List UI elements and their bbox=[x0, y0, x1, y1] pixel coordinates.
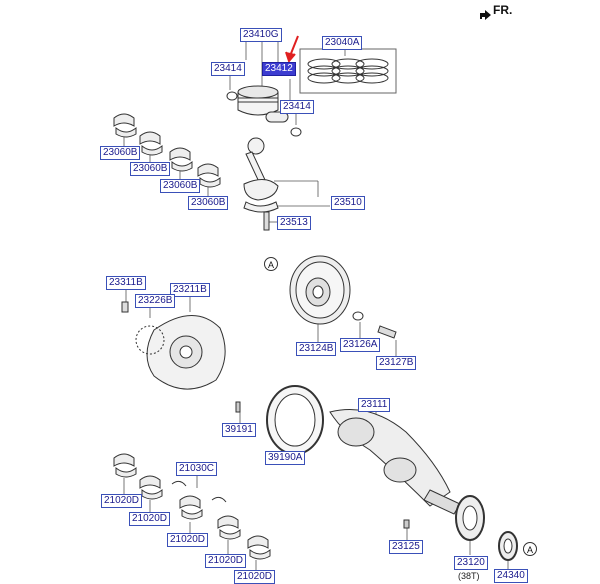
part-label-23410G[interactable]: 23410G bbox=[240, 28, 282, 42]
part-label-39190A[interactable]: 39190A bbox=[265, 451, 306, 465]
piston-ring-set bbox=[299, 48, 397, 94]
crankshaft-and-ring-gear bbox=[235, 385, 461, 515]
part-label-21020D[interactable]: 21020D bbox=[205, 554, 247, 568]
part-label-23414[interactable]: 23414 bbox=[211, 62, 245, 76]
reference-marker-a: A bbox=[264, 257, 278, 271]
part-label-23040A[interactable]: 23040A bbox=[322, 36, 363, 50]
crankshaft-pulley bbox=[289, 255, 397, 339]
part-label-23060B[interactable]: 23060B bbox=[188, 196, 229, 210]
front-direction-label: FR. bbox=[493, 3, 513, 17]
part-label-23111[interactable]: 23111 bbox=[358, 398, 391, 412]
part-label-23412-selected[interactable]: 23412 bbox=[262, 62, 296, 76]
part-label-23226B[interactable]: 23226B bbox=[135, 294, 176, 308]
reference-marker-a: A bbox=[523, 542, 537, 556]
bearing-shells-upper bbox=[113, 113, 221, 188]
part-label-23060B[interactable]: 23060B bbox=[100, 146, 141, 160]
piston-assembly bbox=[226, 85, 302, 137]
flexplate bbox=[121, 301, 226, 390]
part-label-23124B[interactable]: 23124B bbox=[296, 342, 337, 356]
crankshaft-sprockets bbox=[403, 495, 518, 561]
part-label-23060B[interactable]: 23060B bbox=[160, 179, 201, 193]
part-label-21020D[interactable]: 21020D bbox=[234, 570, 276, 584]
part-label-23126A[interactable]: 23126A bbox=[340, 338, 381, 352]
part-label-23513[interactable]: 23513 bbox=[277, 216, 311, 230]
part-label-23120[interactable]: 23120 bbox=[454, 556, 488, 570]
part-label-23414[interactable]: 23414 bbox=[280, 100, 314, 114]
part-label-23127B[interactable]: 23127B bbox=[376, 356, 417, 370]
front-direction-arrow-icon bbox=[480, 10, 491, 20]
red-pointer-arrow-icon bbox=[285, 35, 299, 63]
part-label-21020D[interactable]: 21020D bbox=[129, 512, 171, 526]
teeth-count-note: (38T) bbox=[458, 571, 480, 581]
part-label-23125[interactable]: 23125 bbox=[389, 540, 423, 554]
part-label-21030C[interactable]: 21030C bbox=[176, 462, 218, 476]
part-label-23211B[interactable]: 23211B bbox=[170, 283, 210, 297]
part-label-24340[interactable]: 24340 bbox=[494, 569, 528, 583]
part-label-21020D[interactable]: 21020D bbox=[101, 494, 143, 508]
part-label-21020D[interactable]: 21020D bbox=[167, 533, 209, 547]
part-label-23510[interactable]: 23510 bbox=[331, 196, 365, 210]
connecting-rod bbox=[243, 137, 279, 231]
part-label-23060B[interactable]: 23060B bbox=[130, 162, 171, 176]
part-label-39191[interactable]: 39191 bbox=[222, 423, 256, 437]
leader-lines bbox=[123, 41, 509, 572]
bearing-shells-lower bbox=[113, 453, 271, 560]
part-label-23311B[interactable]: 23311B bbox=[106, 276, 146, 290]
